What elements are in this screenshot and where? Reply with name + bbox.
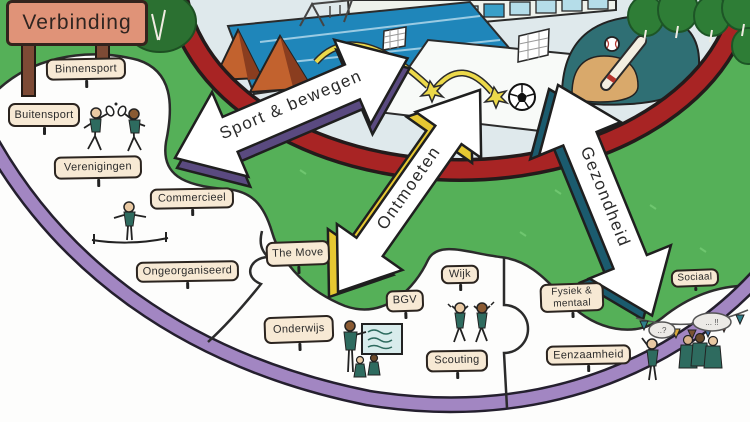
baseball-icon — [604, 36, 620, 52]
svg-text:..?: ..? — [658, 326, 667, 335]
soccer-ball-icon — [508, 83, 536, 111]
party-group-figure: ..? ... !! — [635, 309, 749, 381]
svg-text:... !!: ... !! — [705, 318, 718, 327]
swing-frame-icon — [299, 0, 353, 27]
badminton-players-figure — [83, 102, 146, 152]
dancers-figure — [447, 301, 495, 343]
baseball-field-icon — [560, 14, 701, 106]
gymnast-figure — [91, 201, 169, 244]
speech-bubbles: ..? ... !! — [648, 312, 732, 339]
arrow-sport-bewegen — [173, 37, 412, 189]
puzzle-divider-left — [207, 230, 271, 343]
students-figure — [353, 353, 381, 378]
arrow-ontmoeten — [326, 88, 483, 299]
puzzle-divider-right — [502, 258, 530, 409]
trees-icon — [123, 0, 750, 65]
ramps-icon — [212, 27, 314, 94]
arrow-gezondheid — [528, 83, 673, 322]
puzzle-rim-purple — [0, 144, 750, 411]
running-track — [165, 0, 750, 182]
goal-icon — [382, 26, 550, 63]
teacher-figure — [343, 320, 403, 378]
puzzle-ring — [0, 53, 750, 422]
